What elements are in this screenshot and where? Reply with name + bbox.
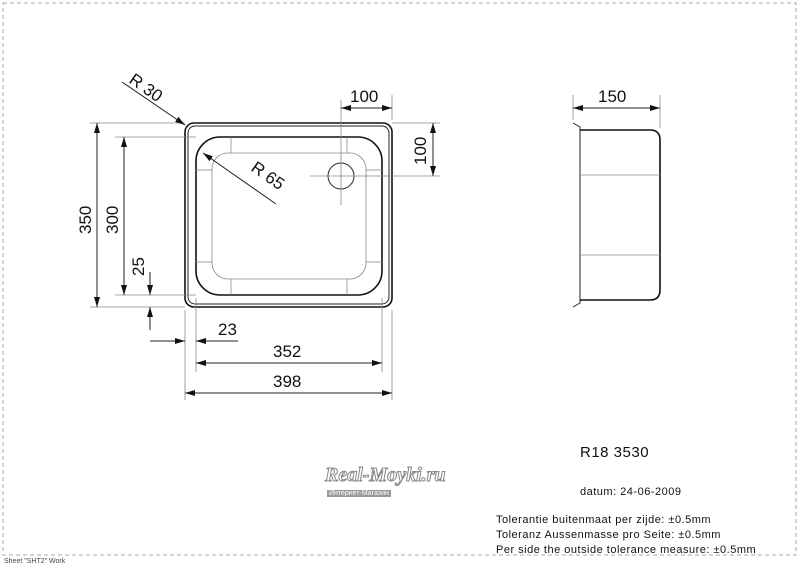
dim-inner-height: 300 [103,206,122,234]
dim-side-offset: 23 [218,320,237,339]
dim-outer-height: 350 [76,206,95,234]
tolerance-nl: Tolerantie buitenmaat per zijde: ±0.5mm [496,514,712,526]
dim-depth: 150 [598,87,626,106]
dim-inner-width: 352 [273,342,301,361]
dim-outer-width: 398 [273,372,301,391]
sink-side-view [572,95,661,308]
dim-bottom-offset: 25 [129,257,148,276]
watermark-subtitle: Интернет-Магазин [327,490,391,497]
dim-drain-y: 100 [411,137,430,165]
sheet-label: Sheet "SHT2" Work [4,558,66,565]
dim-r30: R 30 [126,70,166,106]
tolerance-de: Toleranz Aussenmasse pro Seite: ±0.5mm [496,529,721,541]
watermark-logo: Real-Moyki.ru [325,464,447,487]
sink-top-view [184,100,440,308]
dim-drain-x: 100 [350,87,378,106]
tolerance-en: Per side the outside tolerance measure: … [496,544,757,556]
model-number: R18 3530 [580,444,650,461]
drawing-date: datum: 24-06-2009 [580,486,682,498]
